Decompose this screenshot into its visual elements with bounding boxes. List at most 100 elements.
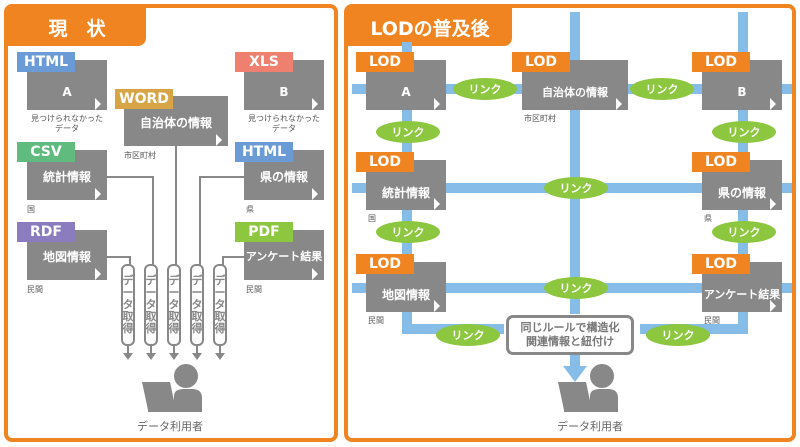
acquisition-char: デ: [191, 274, 203, 287]
caption-a: 見つけられなかった データ: [31, 114, 103, 133]
caption-pref: 県: [246, 205, 254, 214]
lod-tag: LOD: [692, 254, 750, 274]
page-fold-icon: [95, 98, 107, 110]
acquisition-char: デ: [168, 274, 180, 287]
tag-html-a: HTML: [17, 52, 75, 72]
acquisition-char: タ: [191, 298, 203, 311]
acquisition-char: 取: [168, 310, 180, 323]
lod-doc-label: 自治体の情報: [542, 86, 608, 99]
link-badge: リンク: [544, 277, 608, 299]
link-badge: リンク: [453, 78, 517, 100]
lod-doc-label: アンケート結果: [703, 288, 781, 301]
acquisition-char: ー: [122, 286, 134, 299]
arrow-down-icon: [169, 353, 179, 360]
link-badge: リンク: [376, 121, 440, 143]
acquisition-char: タ: [214, 298, 226, 311]
data-user-icon: [142, 364, 202, 412]
acquisition-char: 得: [122, 322, 134, 335]
acquisition-char: デ: [122, 274, 134, 287]
lod-caption-stats: 国: [368, 214, 376, 223]
acquisition-arrow-stem: [219, 346, 221, 354]
data-acquisition-column: データ取得: [190, 264, 204, 346]
page-fold-icon: [434, 300, 446, 312]
acquisition-char: ー: [191, 286, 203, 299]
arrow-down-icon: [215, 353, 225, 360]
lod-tag: LOD: [356, 152, 414, 172]
acquisition-char: 取: [145, 310, 157, 323]
data-acquisition-column: データ取得: [144, 264, 158, 346]
link-badge: リンク: [712, 121, 776, 143]
arrow-down-icon: [146, 353, 156, 360]
tag-xls: XLS: [235, 52, 293, 72]
acquisition-char: ー: [214, 286, 226, 299]
tag-rdf: RDF: [17, 222, 75, 242]
page-fold-icon: [312, 268, 324, 280]
acquisition-char: タ: [122, 298, 134, 311]
arrow-down-icon: [563, 366, 587, 382]
page-fold-icon: [770, 98, 782, 110]
caption-b: 見つけられなかった データ: [248, 114, 320, 133]
lod-doc-label: A: [401, 85, 411, 99]
lod-tag: LOD: [692, 152, 750, 172]
user-label-current: データ利用者: [137, 420, 203, 433]
lod-doc-survey: アンケート結果: [702, 262, 782, 312]
tag-word: WORD: [115, 89, 173, 109]
link-badge: リンク: [646, 324, 710, 346]
lod-caption-survey: 民間: [704, 316, 720, 325]
tag-pdf: PDF: [235, 222, 293, 242]
page-fold-icon: [95, 268, 107, 280]
acquisition-char: デ: [145, 274, 157, 287]
lod-doc-label: 地図情報: [381, 287, 430, 302]
arrow-down-icon: [123, 353, 133, 360]
caption-map: 民間: [27, 285, 43, 294]
lod-doc-label: B: [737, 85, 747, 99]
page-fold-icon: [616, 98, 628, 110]
user-label-after: データ利用者: [557, 420, 623, 433]
page-fold-icon: [770, 198, 782, 210]
page-fold-icon: [312, 98, 324, 110]
lod-line-center-vertical: [570, 12, 580, 314]
lod-tag: LOD: [356, 52, 414, 72]
lod-tag: LOD: [356, 254, 414, 274]
acquisition-char: 得: [214, 322, 226, 335]
tag-html-pref: HTML: [235, 142, 293, 162]
lod-tag: LOD: [692, 52, 750, 72]
connector-stats: [107, 176, 154, 178]
data-acquisition-column: データ取得: [167, 264, 181, 346]
caption-municipal: 市区町村: [124, 151, 156, 160]
connector-stats-down: [152, 176, 154, 266]
acquisition-char: 取: [191, 310, 203, 323]
caption-stats: 国: [27, 205, 35, 214]
connector-pref-down: [199, 176, 201, 266]
acquisition-char: 得: [191, 322, 203, 335]
connector-survey: [222, 256, 246, 258]
lod-doc-label: 統計情報: [381, 185, 430, 200]
data-acquisition-column: データ取得: [121, 264, 135, 346]
page-fold-icon: [434, 198, 446, 210]
acquisition-arrow-stem: [173, 346, 175, 354]
lod-doc-label: 県の情報: [717, 185, 766, 200]
lod-doc-pref: 県の情報: [702, 160, 782, 210]
acquisition-arrow-stem: [127, 346, 129, 354]
acquisition-char: タ: [168, 298, 180, 311]
acquisition-char: タ: [145, 298, 157, 311]
lod-caption-pref: 県: [704, 214, 712, 223]
lod-tag: LOD: [512, 52, 570, 72]
page-fold-icon: [312, 188, 324, 200]
tag-csv: CSV: [17, 142, 75, 162]
acquisition-char: 得: [168, 322, 180, 335]
lod-caption-municipal: 市区町村: [524, 114, 556, 123]
page-fold-icon: [216, 134, 228, 146]
link-badge: リンク: [712, 221, 776, 243]
lod-caption-map: 民間: [368, 316, 384, 325]
acquisition-arrow-stem: [150, 346, 152, 354]
page-fold-icon: [770, 300, 782, 312]
acquisition-arrow-stem: [196, 346, 198, 354]
page-fold-icon: [434, 98, 446, 110]
connector-map: [107, 256, 131, 258]
rule-box: 同じルールで構造化 関連情報と紐付け: [506, 315, 634, 355]
acquisition-char: 得: [145, 322, 157, 335]
link-badge: リンク: [376, 221, 440, 243]
data-user-icon: [558, 364, 618, 412]
acquisition-char: デ: [214, 274, 226, 287]
